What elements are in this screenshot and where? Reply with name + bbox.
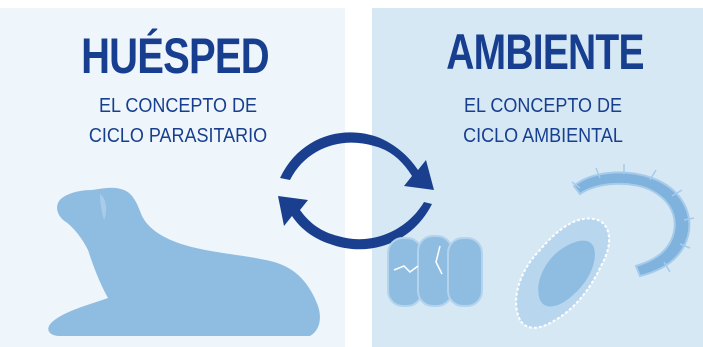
- environment-subtitle-line1: EL CONCEPTO DE: [463, 95, 623, 117]
- environment-subtitle-line2: CICLO AMBIENTAL: [463, 125, 623, 147]
- host-subtitle-line1: EL CONCEPTO DE: [98, 95, 258, 117]
- eggs-icon: [387, 235, 483, 307]
- cycle-arrows-icon: [278, 132, 434, 250]
- host-subtitle: EL CONCEPTO DE CICLO PARASITARIO: [54, 91, 302, 151]
- worm-icon: [571, 164, 695, 278]
- dog-silhouette-icon: [48, 187, 320, 336]
- environment-subtitle: EL CONCEPTO DE CICLO AMBIENTAL: [423, 91, 662, 151]
- host-subtitle-line2: CICLO PARASITARIO: [88, 125, 268, 147]
- host-title: HUÉSPED: [81, 28, 270, 84]
- larva-icon: [515, 217, 610, 329]
- environment-title: AMBIENTE: [446, 24, 644, 80]
